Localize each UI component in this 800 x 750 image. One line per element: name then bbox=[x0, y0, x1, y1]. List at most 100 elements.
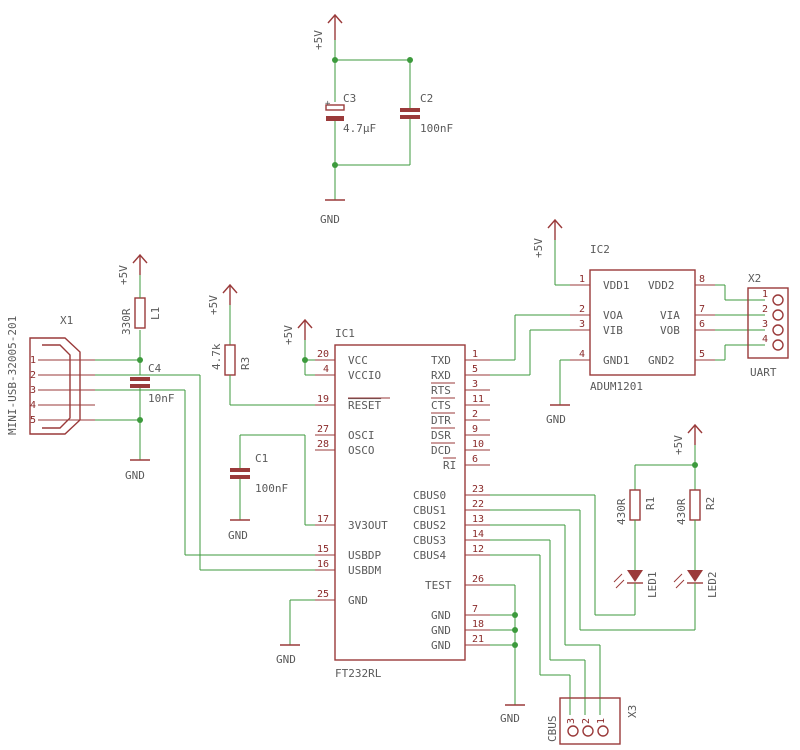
ic1-pin-6-num: 6 bbox=[472, 454, 478, 465]
c1-value: 100nF bbox=[255, 482, 288, 495]
ic1-dsr-label: DSR bbox=[431, 429, 451, 442]
r1-name: R1 bbox=[644, 497, 657, 510]
ic1-osco-label: OSCO bbox=[348, 444, 375, 457]
ic1-ft232rl: IC1 FT232RL +5V 20 4 19 27 28 17 15 16 2… bbox=[184, 318, 525, 725]
ic1-pin-21-num: 21 bbox=[472, 634, 484, 645]
ic1-ri-label: RI bbox=[443, 459, 456, 472]
l1-value: 330R bbox=[120, 308, 133, 335]
ic1-pin-4-num: 4 bbox=[323, 364, 329, 375]
x3-label: CBUS bbox=[546, 716, 559, 743]
reset-and-3v3-components: +5V R3 4.7k C1 100nF GND bbox=[207, 283, 315, 542]
ic1-name: IC1 bbox=[335, 327, 355, 340]
ic1-gnd-21-label: GND bbox=[431, 639, 451, 652]
gnd-label-ic1-left: GND bbox=[276, 653, 296, 666]
ic1-pin-11-num: 11 bbox=[472, 394, 484, 405]
c2-name: C2 bbox=[420, 92, 433, 105]
ic1-pin-13-num: 13 bbox=[472, 514, 484, 525]
uart-pin-4: 4 bbox=[762, 334, 768, 345]
ic1-pin-3-num: 3 bbox=[472, 379, 478, 390]
ic1-cts-label: CTS bbox=[431, 399, 451, 412]
ic1-vccio-label: VCCIO bbox=[348, 369, 381, 382]
x3-pin-2: 2 bbox=[581, 718, 592, 724]
top-decoupling-caps: +5V + C3 4.7µF C2 100nF GND bbox=[312, 13, 453, 226]
usb-name: X1 bbox=[60, 314, 73, 327]
vcc-label-ic1: +5V bbox=[282, 325, 295, 345]
ic1-cbus1-label: CBUS1 bbox=[413, 504, 446, 517]
c1-name: C1 bbox=[255, 452, 268, 465]
usb-pin-2: 2 bbox=[30, 370, 36, 381]
ic2-pin-6-num: 6 bbox=[699, 319, 705, 330]
ic2-pin-3-num: 3 bbox=[579, 319, 585, 330]
usb-part-label: MINI-USB-32005-201 bbox=[6, 316, 19, 435]
ic2-pin-7-num: 7 bbox=[699, 304, 705, 315]
usb-pin-1: 1 bbox=[30, 355, 36, 366]
ic1-gnd-18-label: GND bbox=[431, 624, 451, 637]
vcc-label-r3: +5V bbox=[207, 295, 220, 315]
vcc-label-l1: +5V bbox=[117, 265, 130, 285]
usb-pin-5: 5 bbox=[30, 415, 36, 426]
uart-pin-1: 1 bbox=[762, 289, 768, 300]
ic2-vdd2-label: VDD2 bbox=[648, 279, 675, 292]
ic1-pin-28-num: 28 bbox=[317, 439, 329, 450]
l1-name: L1 bbox=[149, 307, 162, 320]
led1-label: LED1 bbox=[646, 572, 659, 599]
led2-label: LED2 bbox=[706, 572, 719, 599]
ic1-pin-20-num: 20 bbox=[317, 349, 329, 360]
gnd-label-ic1-right: GND bbox=[500, 712, 520, 725]
ic2-pin-1-num: 1 bbox=[579, 274, 585, 285]
led-indicators: +5V R1 430R R2 430R LED1 LED2 bbox=[490, 423, 719, 715]
ic1-vcc-label: VCC bbox=[348, 354, 368, 367]
ic1-usbdp-label: USBDP bbox=[348, 549, 381, 562]
ic1-usbdm-label: USBDM bbox=[348, 564, 381, 577]
ic1-pin-19-num: 19 bbox=[317, 394, 329, 405]
uart-label: UART bbox=[750, 366, 777, 379]
ic1-pin-15-num: 15 bbox=[317, 544, 329, 555]
ic2-pin-4-num: 4 bbox=[579, 349, 585, 360]
ic2-pin-5-num: 5 bbox=[699, 349, 705, 360]
vcc-label-ic2: +5V bbox=[532, 238, 545, 258]
ic1-pin-27-num: 27 bbox=[317, 424, 329, 435]
ic1-pin-5-num: 5 bbox=[472, 364, 478, 375]
ic1-txd-label: TXD bbox=[431, 354, 451, 367]
gnd-label-ic2: GND bbox=[546, 413, 566, 426]
ic2-pin-2-num: 2 bbox=[579, 304, 585, 315]
ic2-vib-label: VIB bbox=[603, 324, 623, 337]
ic1-dtr-label: DTR bbox=[431, 414, 451, 427]
ic1-pin-17-num: 17 bbox=[317, 514, 329, 525]
ic1-reset-label: RESET bbox=[348, 399, 381, 412]
x3-name: X3 bbox=[626, 705, 639, 718]
ic1-pin-7-num: 7 bbox=[472, 604, 478, 615]
x3-pin-1: 1 bbox=[596, 718, 607, 724]
ic2-part: ADUM1201 bbox=[590, 380, 643, 393]
uart-name: X2 bbox=[748, 272, 761, 285]
cbus-connector-x3: 3 2 1 CBUS X3 bbox=[546, 697, 639, 745]
ic1-pin-14-num: 14 bbox=[472, 529, 484, 540]
usb-pin-4: 4 bbox=[30, 400, 36, 411]
ic1-test-label: TEST bbox=[425, 579, 452, 592]
vcc-label-leds: +5V bbox=[672, 435, 685, 455]
ic1-rts-label: RTS bbox=[431, 384, 451, 397]
ic1-pin-16-num: 16 bbox=[317, 559, 329, 570]
ic1-part: FT232RL bbox=[335, 667, 382, 680]
ic1-pin-1-num: 1 bbox=[472, 349, 478, 360]
ic1-cbus4-label: CBUS4 bbox=[413, 549, 446, 562]
r1-value: 430R bbox=[615, 498, 628, 525]
c4-name: C4 bbox=[148, 362, 162, 375]
ic2-gnd2-label: GND2 bbox=[648, 354, 675, 367]
ic1-pin-2-num: 2 bbox=[472, 409, 478, 420]
ic1-pin-25-num: 25 bbox=[317, 589, 329, 600]
r3-name: R3 bbox=[239, 357, 252, 370]
ic1-osci-label: OSCI bbox=[348, 429, 375, 442]
uart-pin-3: 3 bbox=[762, 319, 768, 330]
r2-value: 430R bbox=[675, 498, 688, 525]
ic1-pin-12-num: 12 bbox=[472, 544, 484, 555]
vcc-label-top: +5V bbox=[312, 30, 325, 50]
ic1-3v3out-label: 3V3OUT bbox=[348, 519, 388, 532]
ic2-adum1201: IC2 ADUM1201 +5V 1 2 3 4 8 7 6 5 VDD1 VO… bbox=[490, 218, 765, 426]
ic1-dcd-label: DCD bbox=[431, 444, 451, 457]
gnd-label-top: GND bbox=[320, 213, 340, 226]
ic1-pin-9-num: 9 bbox=[472, 424, 478, 435]
gnd-label-c1: GND bbox=[228, 529, 248, 542]
ic2-via-label: VIA bbox=[660, 309, 680, 322]
